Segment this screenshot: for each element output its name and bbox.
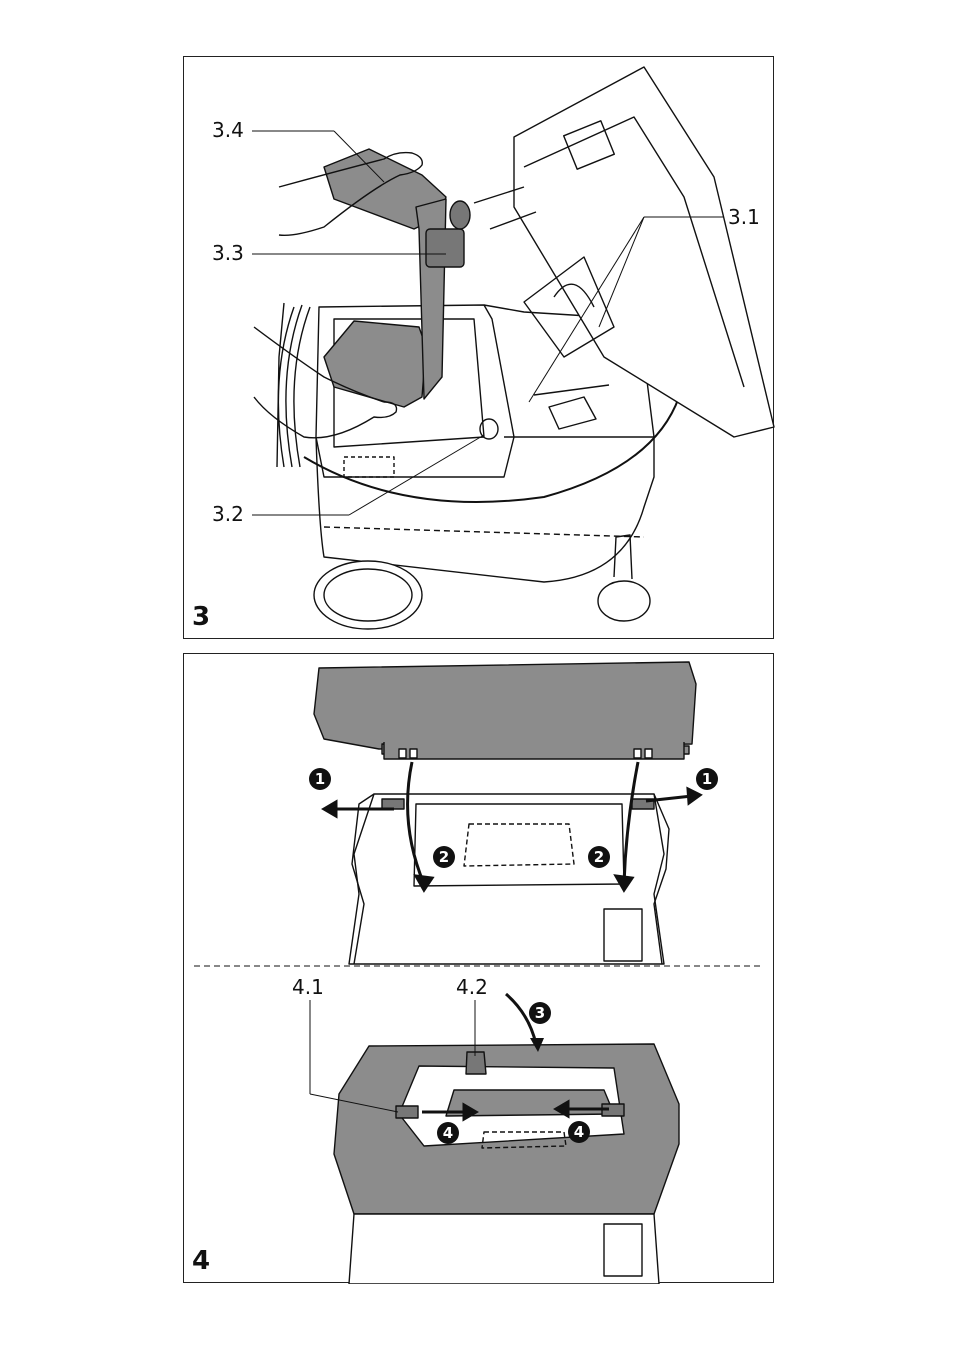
callout-3-2: 3.2: [212, 504, 244, 524]
power-cable-coil: [278, 305, 310, 467]
latch-4-1: [396, 1106, 418, 1118]
motor-head: [514, 67, 774, 437]
figure-number-3: 3: [192, 604, 210, 630]
figure-3-illustration: [184, 57, 775, 640]
figure-3-panel: 3.4 3.3 3.1 3.2 3: [183, 56, 774, 639]
step-2-left-badge: 2: [433, 846, 455, 868]
step-3-badge: 3: [529, 1002, 551, 1024]
callout-3-1: 3.1: [728, 207, 760, 227]
step-1-right-badge: 1: [696, 768, 718, 790]
step-4-left-badge: 4: [437, 1122, 459, 1144]
callout-4-2: 4.2: [456, 977, 488, 997]
step-4-right-badge: 4: [568, 1121, 590, 1143]
step-2-right-badge: 2: [588, 846, 610, 868]
flange-3-3: [426, 229, 464, 267]
notch-4-2: [466, 1052, 486, 1074]
callout-4-1: 4.1: [292, 977, 324, 997]
step-1-left-badge: 1: [309, 768, 331, 790]
figure-number-4: 4: [192, 1248, 210, 1274]
callout-3-4: 3.4: [212, 120, 244, 140]
wheel-left: [314, 561, 422, 629]
figure-4-panel: 1 1 2 2 3 4 4 4.1 4.2 4: [183, 653, 774, 1283]
wheel-right: [598, 581, 650, 621]
figure-4-illustration: [184, 654, 775, 1284]
motor-head-lifted: [314, 662, 696, 749]
callout-3-3: 3.3: [212, 243, 244, 263]
